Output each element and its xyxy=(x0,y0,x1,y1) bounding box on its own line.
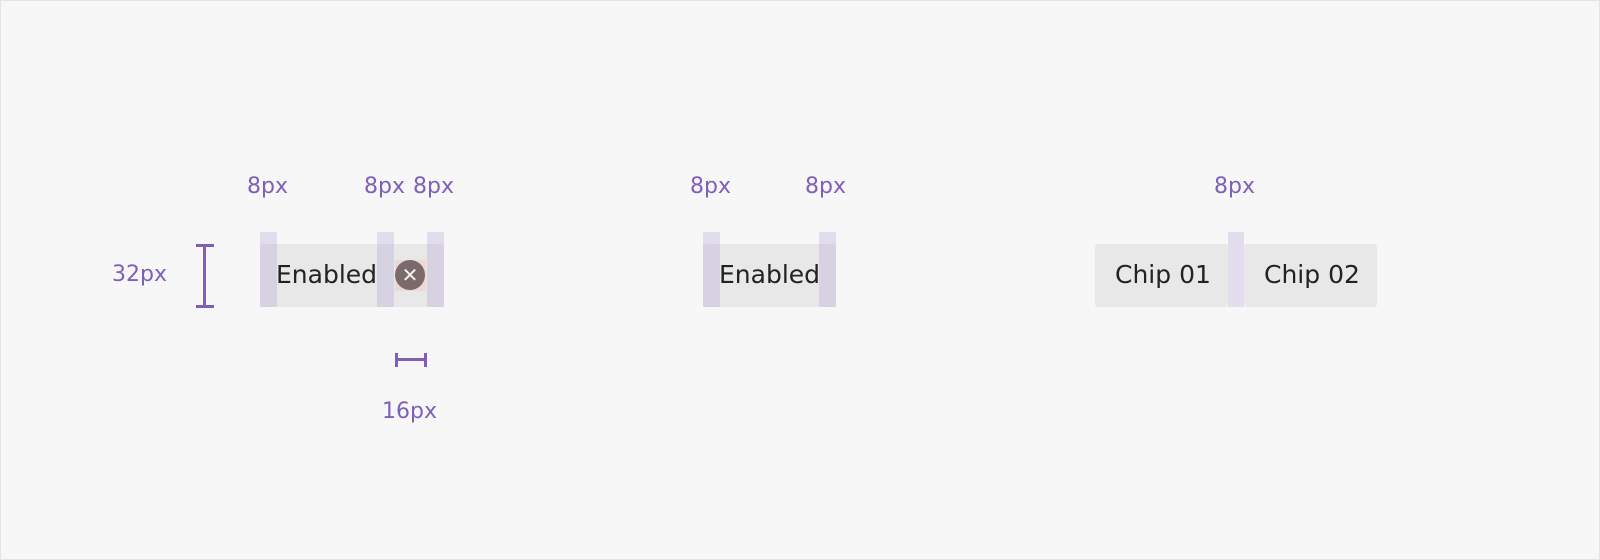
close-circle-icon: ✕ xyxy=(395,260,425,290)
icon-gap-band xyxy=(377,232,394,307)
right-padding-band xyxy=(427,232,444,307)
basic-right-padding-label: 8px xyxy=(805,174,846,199)
chip-02 xyxy=(1244,244,1377,307)
chip-gap-label: 8px xyxy=(1214,174,1255,199)
basic-right-padding-band xyxy=(819,232,836,307)
icon-width-label: 16px xyxy=(382,399,437,424)
removable-left-padding-label: 8px xyxy=(247,174,288,199)
removable-right-padding-label: 8px xyxy=(413,174,454,199)
basic-chip-background xyxy=(703,244,836,307)
removable-chip-label: Enabled xyxy=(276,260,378,289)
basic-left-padding-band xyxy=(703,232,720,307)
removable-icon-gap-label: 8px xyxy=(364,174,405,199)
left-padding-band xyxy=(260,232,277,307)
chip-01 xyxy=(1095,244,1228,307)
basic-chip-label: Enabled xyxy=(719,260,821,289)
chip-02-label: Chip 02 xyxy=(1264,260,1360,289)
basic-left-padding-label: 8px xyxy=(690,174,731,199)
height-label: 32px xyxy=(112,262,167,287)
chip-01-label: Chip 01 xyxy=(1115,260,1211,289)
chip-gap-band xyxy=(1228,232,1244,307)
